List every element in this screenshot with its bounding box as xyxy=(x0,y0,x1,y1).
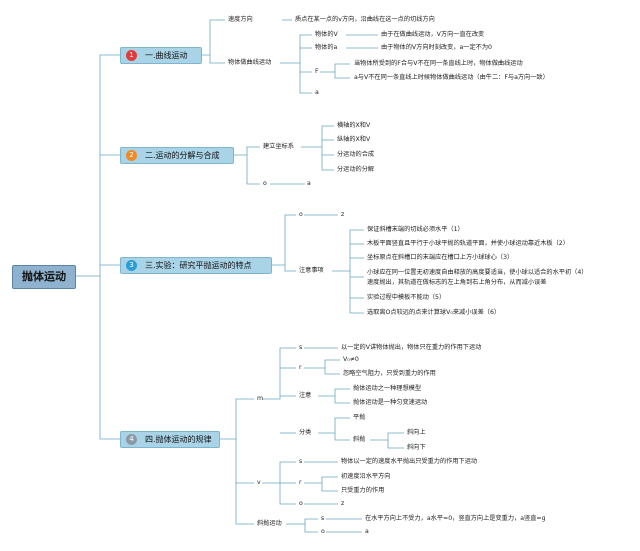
node-force-desc-1: 当物体所受到的F合与V不在同一条直线上时，物体做曲线运动 xyxy=(354,60,523,67)
node-coord-item: 分运动的分解 xyxy=(337,166,375,173)
node-notes-label: 注意事项 xyxy=(299,267,324,274)
branch-label: 二.运动的分解与合成 xyxy=(145,151,220,160)
node-s-desc: 以一定的V讲物体抛出，物体只在重力的作用下运动 xyxy=(341,344,482,351)
node-coord-item: 横轴的X和V xyxy=(337,122,371,129)
node-r-item: 初速度沿水平方向 xyxy=(341,473,391,480)
node-force: F xyxy=(315,68,319,75)
node-curve-condition: 物体做曲线运动 xyxy=(228,59,272,66)
node-coordinate-system: 建立坐标系 xyxy=(263,143,294,150)
node-coord-item: 纵轴的X和V xyxy=(337,136,371,143)
branch-label: 四.抛体运动的规律 xyxy=(145,435,212,444)
node-o: o xyxy=(321,528,325,535)
node-a: a xyxy=(307,180,311,187)
branch-number-badge: 3 xyxy=(126,260,137,271)
node-force-desc-2: a与V不在同一条直线上时候物体做曲线运动（由牛二：F与a方向一致） xyxy=(354,74,549,81)
node-m: m xyxy=(257,395,264,402)
node-attention-item: 抛体运动是一种匀变速运动 xyxy=(353,399,428,406)
node-o: o xyxy=(299,500,303,507)
node-speed-direction: 速度方向 xyxy=(228,16,253,23)
node-r-item: 只受重力的作用 xyxy=(341,487,385,494)
node-air-resistance: 忽略空气阻力，只受到重力的作用 xyxy=(343,370,436,377)
node-oblique-up: 斜向上 xyxy=(407,429,426,436)
branch-decomposition[interactable]: 2 二.运动的分解与合成 xyxy=(120,147,234,164)
node-r: r xyxy=(299,479,302,486)
node-flat-throw: 平抛 xyxy=(353,414,366,421)
node-object-a-desc: 由于物体的V方向时刻改变，a一定不为0 xyxy=(381,44,492,51)
node-note: 保证斜槽末端的切线必须水平（1） xyxy=(367,226,464,233)
node-coord-item: 分运动的合成 xyxy=(337,151,375,158)
branch-number-badge: 4 xyxy=(126,434,137,445)
node-note: 小球应在同一位置无初速度自由释放的高度要适当，使小球以适合的水平初（4） xyxy=(367,269,588,276)
node-note: 速度抛出，其轨道在做标志的左上角到右上角分布，从而减小误差 xyxy=(367,279,547,286)
node-oblique-motion: 斜抛运动 xyxy=(257,520,282,527)
branch-label: 一.曲线运动 xyxy=(145,51,188,60)
branch-label: 三.实验：研究平抛运动的特点 xyxy=(145,261,252,270)
node-speed-direction-desc: 质点在某一点的v方向，沿曲线在这一点的切线方向 xyxy=(295,16,435,23)
node-s: s xyxy=(299,458,303,465)
node-object-a: 物体的a xyxy=(315,44,338,51)
node-classification: 分类 xyxy=(299,429,312,436)
branch-number-badge: 2 xyxy=(126,150,137,161)
node-v0: V₀≠0 xyxy=(343,356,359,363)
node-note: 木板平面竖直且平行于小球平抛的轨道平面，并使小球运动靠近木板（2） xyxy=(367,240,569,247)
branch-experiment[interactable]: 3 三.实验：研究平抛运动的特点 xyxy=(120,257,272,274)
node-note: 实验过程中模板不能动（5） xyxy=(367,294,446,301)
node-oblique-down: 斜向下 xyxy=(407,444,426,451)
node-z: z xyxy=(341,211,345,218)
node-v: v xyxy=(257,479,261,486)
node-acceleration: a xyxy=(315,89,319,96)
node-o: o xyxy=(299,211,303,218)
root-node[interactable]: 抛体运动 xyxy=(12,265,76,289)
node-o: o xyxy=(263,180,267,187)
node-s-desc: 在水平方向上不受力，a水平=0，竖直方向上是变重力，a竖直=g xyxy=(365,515,546,522)
node-s: s xyxy=(321,515,325,522)
branch-projectile-laws[interactable]: 4 四.抛体运动的规律 xyxy=(120,431,220,448)
node-oblique-throw: 斜抛 xyxy=(353,436,366,443)
node-r: r xyxy=(299,364,302,371)
node-note: 选取离O点较远的点来计算球V₀来减小误差（6） xyxy=(367,309,501,316)
node-note: 坐标原点在斜槽口的末端应在槽口上方小球球心（3） xyxy=(367,254,514,261)
node-object-v: 物体的V xyxy=(315,31,338,38)
node-s: s xyxy=(299,344,303,351)
node-z: z xyxy=(341,500,345,507)
node-attention-item: 抛体运动之一种理想模型 xyxy=(353,385,422,392)
branch-curve-motion[interactable]: 1 一.曲线运动 xyxy=(120,47,202,64)
branch-number-badge: 1 xyxy=(126,50,137,61)
node-a: a xyxy=(365,528,369,535)
node-object-v-desc: 由于在做曲线运动，V方向一直在改变 xyxy=(381,31,485,38)
node-s-desc: 物体以一定的速度水平抛出只受重力的作用下运动 xyxy=(341,458,478,465)
node-attention: 注意 xyxy=(299,392,312,399)
